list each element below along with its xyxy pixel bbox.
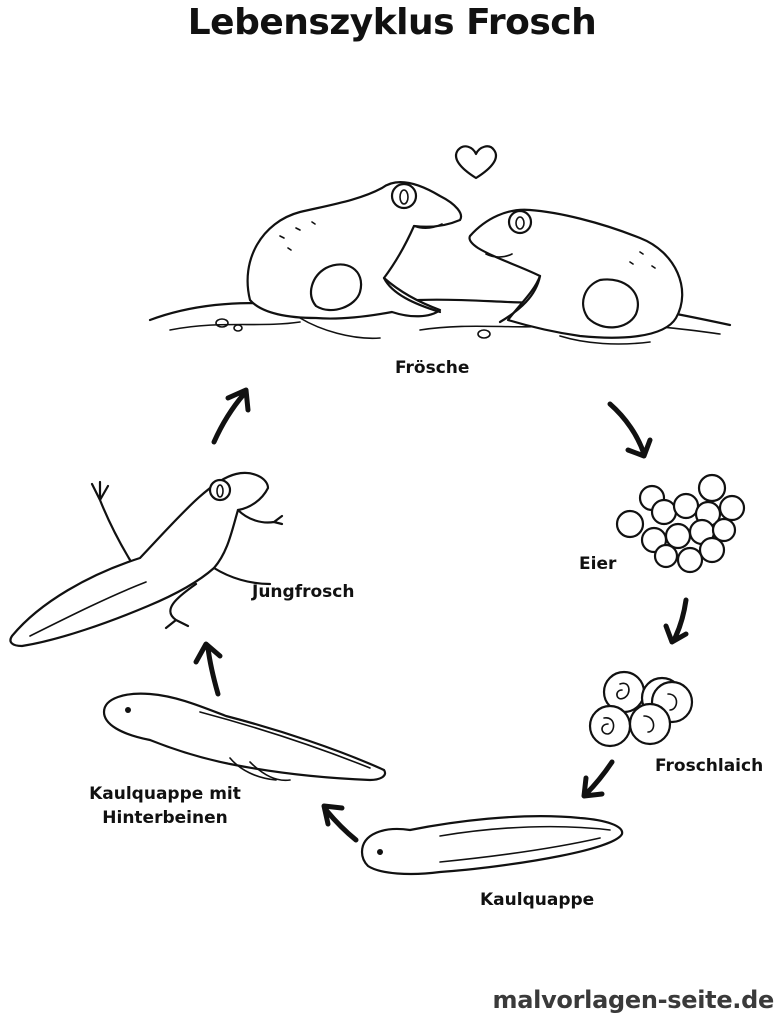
- arrow-frogspawn-to-tadpole: [581, 759, 615, 799]
- label-frogspawn: Froschlaich: [655, 756, 764, 776]
- label-adult-frogs: Frösche: [395, 358, 470, 378]
- frog-right-illustration: [468, 208, 684, 345]
- arrow-tadpole-to-legs: [321, 803, 359, 843]
- frogspawn-illustration: [588, 670, 694, 748]
- arrow-eggs-to-frogspawn: [663, 597, 689, 645]
- label-tadpole: Kaulquappe: [480, 890, 595, 910]
- eggs-illustration: [615, 473, 746, 574]
- tadpole-with-legs-illustration: [102, 692, 387, 782]
- label-eggs: Eier: [579, 554, 617, 574]
- froglet-illustration: [9, 471, 284, 648]
- site-watermark: malvorlagen-seite.de: [492, 986, 775, 1014]
- label-froglet: Jungfrosch: [252, 582, 355, 602]
- heart-icon: [454, 145, 498, 180]
- frog-left-illustration: [246, 180, 463, 340]
- tadpole-illustration: [360, 815, 624, 876]
- cycle-arrows: [193, 387, 689, 843]
- arrow-frogs-to-eggs: [607, 401, 653, 459]
- page-title: Lebenszyklus Frosch: [187, 2, 597, 43]
- arrow-legs-to-froglet: [193, 641, 223, 697]
- label-tadpole-with-hind-legs: Kaulquappe mit Hinterbeinen: [89, 784, 241, 828]
- arrow-froglet-to-frogs: [211, 387, 251, 445]
